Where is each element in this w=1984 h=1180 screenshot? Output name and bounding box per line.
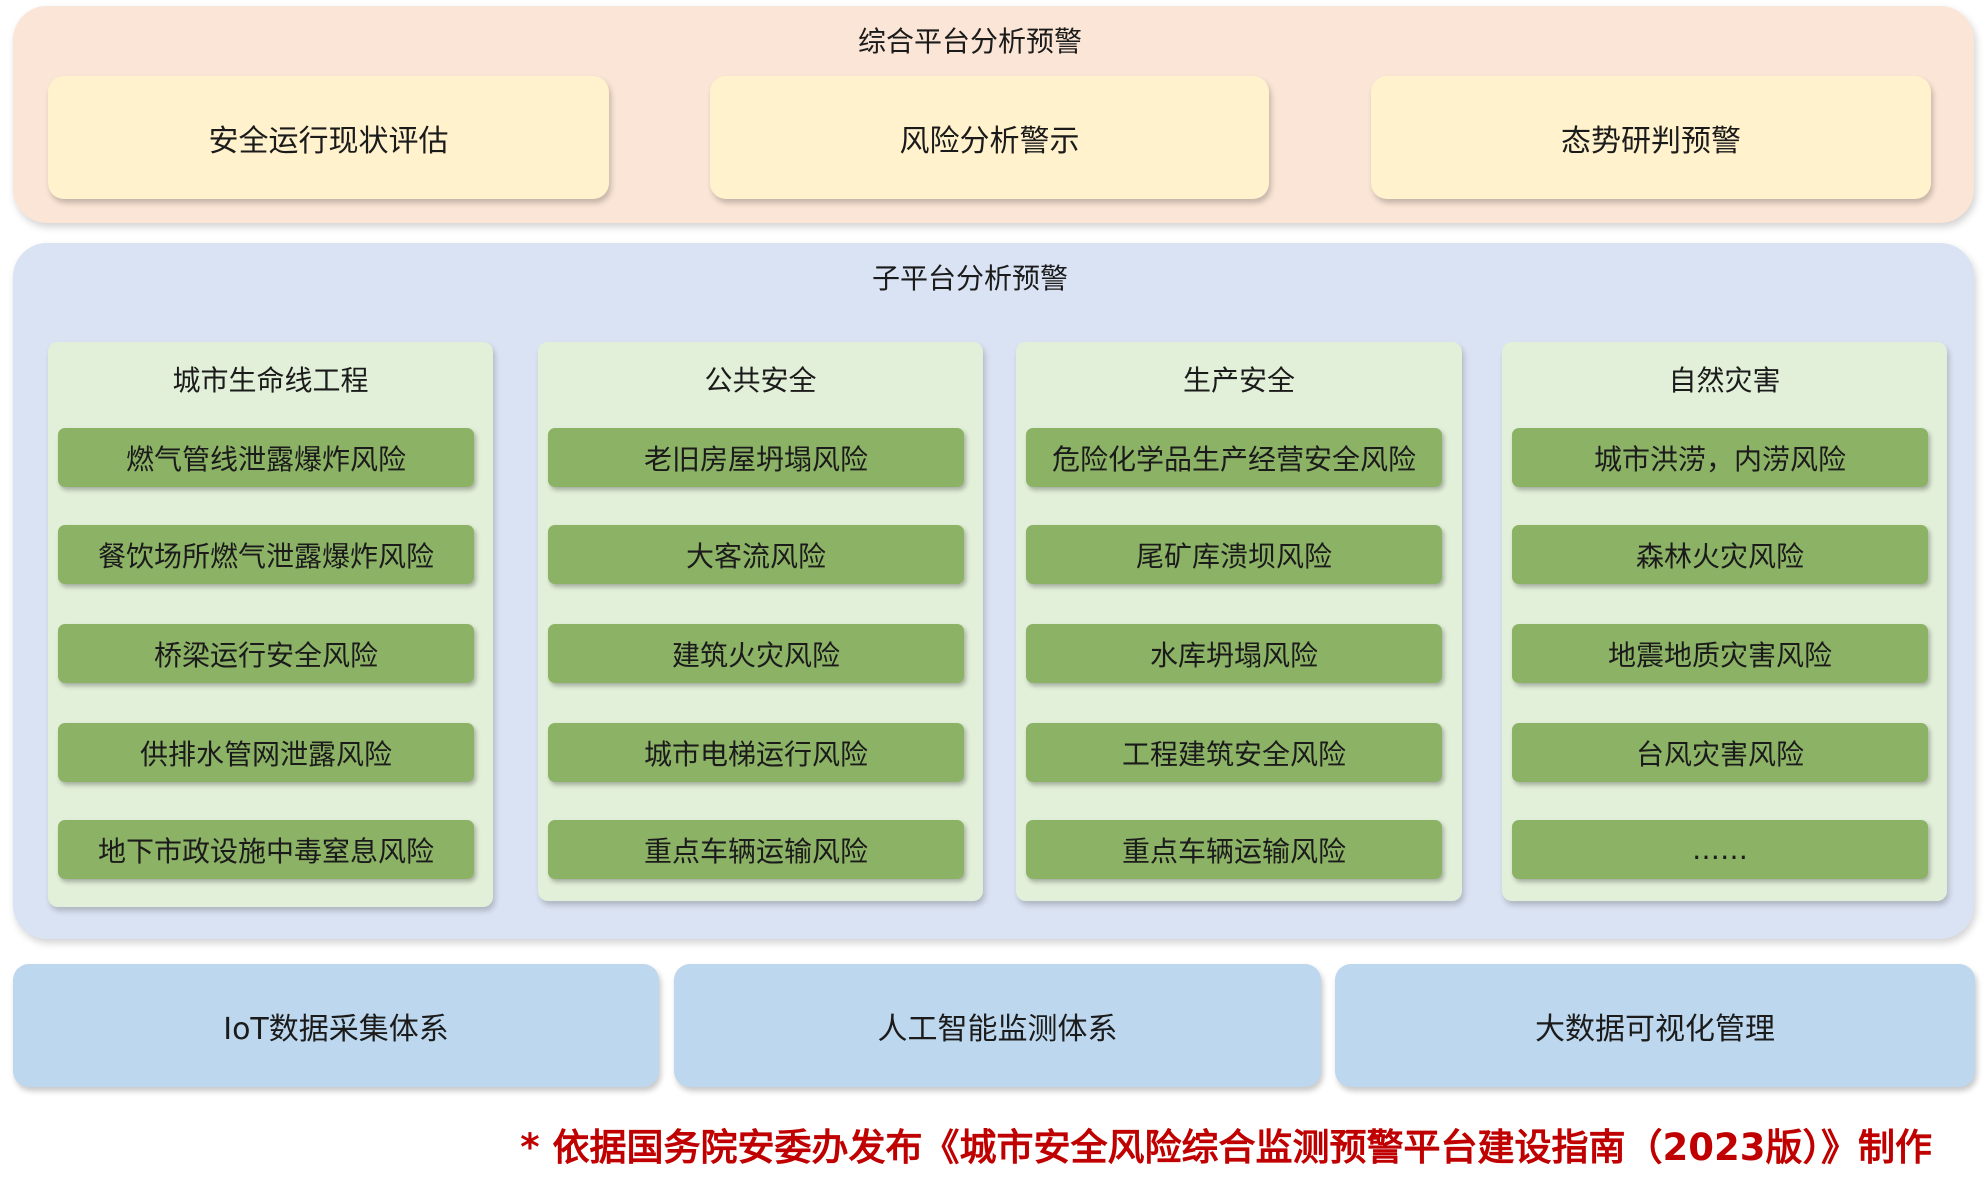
sub-platform-title: 子平台分析预警 xyxy=(871,262,1068,295)
column-title: 自然灾害 xyxy=(1668,364,1781,397)
natural-disaster-risk-item: …… xyxy=(1512,820,1928,879)
public-safety-risk-item: 重点车辆运输风险 xyxy=(548,820,964,879)
lifeline-risk-item: 餐饮场所燃气泄露爆炸风险 xyxy=(58,525,474,584)
column-production-safety: 生产安全 危险化学品生产经营安全风险 尾矿库溃坝风险 水库坍塌风险 工程建筑安全… xyxy=(1016,342,1462,901)
production-safety-risk-item: 水库坍塌风险 xyxy=(1026,624,1442,683)
production-safety-risk-item: 危险化学品生产经营安全风险 xyxy=(1026,428,1442,487)
column-title: 公共安全 xyxy=(704,364,817,397)
public-safety-risk-item: 大客流风险 xyxy=(548,525,964,584)
sub-platform-panel: 子平台分析预警 城市生命线工程 燃气管线泄露爆炸风险 餐饮场所燃气泄露爆炸风险 … xyxy=(13,243,1974,939)
column-title: 城市生命线工程 xyxy=(172,364,369,397)
natural-disaster-risk-item: 地震地质灾害风险 xyxy=(1512,624,1928,683)
natural-disaster-risk-item: 台风灾害风险 xyxy=(1512,723,1928,782)
column-public-safety: 公共安全 老旧房屋坍塌风险 大客流风险 建筑火灾风险 城市电梯运行风险 重点车辆… xyxy=(538,342,983,901)
integrated-platform-panel: 综合平台分析预警 安全运行现状评估 风险分析警示 态势研判预警 xyxy=(13,6,1974,223)
integrated-item-risk-warning: 风险分析警示 xyxy=(710,76,1269,199)
column-natural-disasters: 自然灾害 城市洪涝，内涝风险 森林火灾风险 地震地质灾害风险 台风灾害风险 …… xyxy=(1502,342,1947,901)
lifeline-risk-item: 地下市政设施中毒窒息风险 xyxy=(58,820,474,879)
natural-disaster-risk-item: 森林火灾风险 xyxy=(1512,525,1928,584)
lifeline-risk-item: 桥梁运行安全风险 xyxy=(58,624,474,683)
integrated-item-status-assessment: 安全运行现状评估 xyxy=(48,76,609,199)
production-safety-risk-item: 重点车辆运输风险 xyxy=(1026,820,1442,879)
lifeline-risk-item: 供排水管网泄露风险 xyxy=(58,723,474,782)
foundation-item-iot-collection: IoT数据采集体系 xyxy=(13,964,659,1087)
natural-disaster-risk-item: 城市洪涝，内涝风险 xyxy=(1512,428,1928,487)
public-safety-risk-item: 建筑火灾风险 xyxy=(548,624,964,683)
integrated-item-situation-forecast: 态势研判预警 xyxy=(1371,76,1931,199)
public-safety-risk-item: 老旧房屋坍塌风险 xyxy=(548,428,964,487)
production-safety-risk-item: 尾矿库溃坝风险 xyxy=(1026,525,1442,584)
column-title: 生产安全 xyxy=(1182,364,1295,397)
public-safety-risk-item: 城市电梯运行风险 xyxy=(548,723,964,782)
lifeline-risk-item: 燃气管线泄露爆炸风险 xyxy=(58,428,474,487)
integrated-platform-title: 综合平台分析预警 xyxy=(857,25,1082,58)
foundation-item-ai-monitoring: 人工智能监测体系 xyxy=(674,964,1321,1087)
source-footnote: * 依据国务院安委办发布《城市安全风险综合监测预警平台建设指南（2023版）》制… xyxy=(520,1126,1932,1169)
production-safety-risk-item: 工程建筑安全风险 xyxy=(1026,723,1442,782)
foundation-item-big-data-visualization: 大数据可视化管理 xyxy=(1335,964,1975,1087)
column-urban-lifeline: 城市生命线工程 燃气管线泄露爆炸风险 餐饮场所燃气泄露爆炸风险 桥梁运行安全风险… xyxy=(48,342,493,907)
